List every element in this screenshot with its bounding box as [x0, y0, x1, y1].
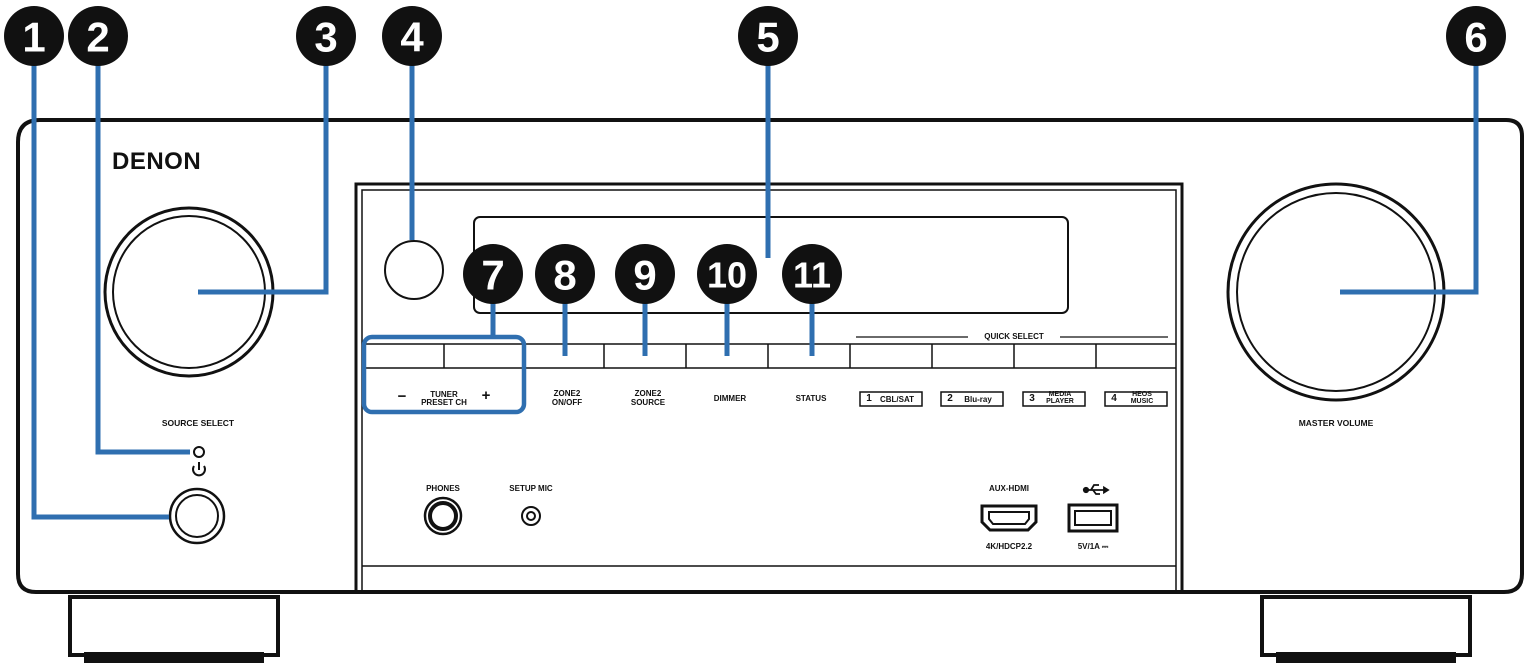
quick-select-4-num: 4: [1111, 393, 1117, 404]
power-button[interactable]: [168, 487, 226, 545]
tuner-plus-label: +: [481, 387, 491, 404]
brand-logo: DENON: [112, 148, 202, 175]
quick-select-4-label-2: MUSIC: [1130, 398, 1154, 405]
quick-select-2-num: 2: [947, 393, 953, 404]
callout-4: 4: [382, 6, 442, 66]
tuner-label: TUNER: [430, 390, 458, 399]
master-volume-label: MASTER VOLUME: [1298, 418, 1374, 428]
callout-3: 3: [296, 6, 356, 66]
remote-sensor: [384, 240, 444, 300]
zone2-onoff-label-1: ZONE2: [553, 389, 581, 398]
callout-6: 6: [1446, 6, 1506, 66]
zone2-onoff-label-2: ON/OFF: [551, 398, 583, 407]
quick-select-label: QUICK SELECT: [984, 332, 1044, 341]
callout-11: 11: [782, 244, 842, 304]
callout-2: 2: [68, 6, 128, 66]
callout-9: 9: [615, 244, 675, 304]
status-label: STATUS: [795, 394, 827, 403]
callout-10: 10: [697, 244, 757, 304]
dimmer-label: DIMMER: [713, 394, 747, 403]
quick-select-3-num: 3: [1029, 393, 1035, 404]
svg-text:9: 9: [633, 252, 656, 299]
setup-mic-jack[interactable]: [521, 506, 541, 526]
svg-text:4: 4: [400, 14, 424, 61]
callout-7: 7: [463, 244, 523, 304]
zone2-source-label-2: SOURCE: [630, 398, 666, 407]
preset-ch-label: PRESET CH: [421, 398, 467, 407]
callout-lines: [31, 60, 1479, 520]
svg-text:8: 8: [553, 252, 576, 299]
usb-rating-label: 5V/1A ⎓: [1077, 542, 1109, 551]
quick-select-boxes: [859, 391, 1168, 407]
quick-select-1-label: CBL/SAT: [879, 395, 915, 404]
svg-text:11: 11: [793, 255, 831, 296]
callout-8: 8: [535, 244, 595, 304]
quick-select-3-label-2: PLAYER: [1046, 398, 1074, 405]
svg-text:2: 2: [86, 14, 109, 61]
callout-1: 1: [4, 6, 64, 66]
quick-select-3-label-1: MEDIA: [1048, 391, 1072, 398]
aux-hdmi-label: AUX-HDMI: [989, 484, 1029, 493]
quick-select-1-num: 1: [866, 393, 872, 404]
callout-5: 5: [738, 6, 798, 66]
tuner-minus-label: −: [397, 388, 407, 405]
phones-jack[interactable]: [423, 496, 463, 536]
quick-select-2-label: Blu-ray: [964, 395, 992, 404]
callout-badges: 1 2 3 4 5 6 7 8 9 10 11: [4, 6, 1506, 304]
svg-text:10: 10: [707, 255, 747, 296]
power-icon: [192, 462, 206, 477]
svg-text:1: 1: [22, 14, 45, 61]
left-foot: [68, 595, 280, 663]
usb-port[interactable]: [1067, 503, 1119, 533]
svg-text:6: 6: [1464, 14, 1487, 61]
svg-text:3: 3: [314, 14, 337, 61]
usb-icon: [1082, 484, 1110, 495]
chassis-outline: [16, 118, 1524, 594]
quick-select-4-label-1: HEOS: [1132, 391, 1152, 398]
phones-label: PHONES: [426, 484, 460, 493]
svg-text:7: 7: [481, 252, 504, 299]
aux-hdmi-port[interactable]: [980, 504, 1038, 532]
svg-text:5: 5: [756, 14, 779, 61]
zone2-source-label-1: ZONE2: [634, 389, 662, 398]
right-foot: [1260, 595, 1472, 663]
setup-mic-label: SETUP MIC: [509, 484, 553, 493]
source-select-label: SOURCE SELECT: [161, 418, 235, 428]
standby-indicator: [193, 446, 205, 458]
hdcp-label: 4K/HDCP2.2: [985, 542, 1033, 551]
